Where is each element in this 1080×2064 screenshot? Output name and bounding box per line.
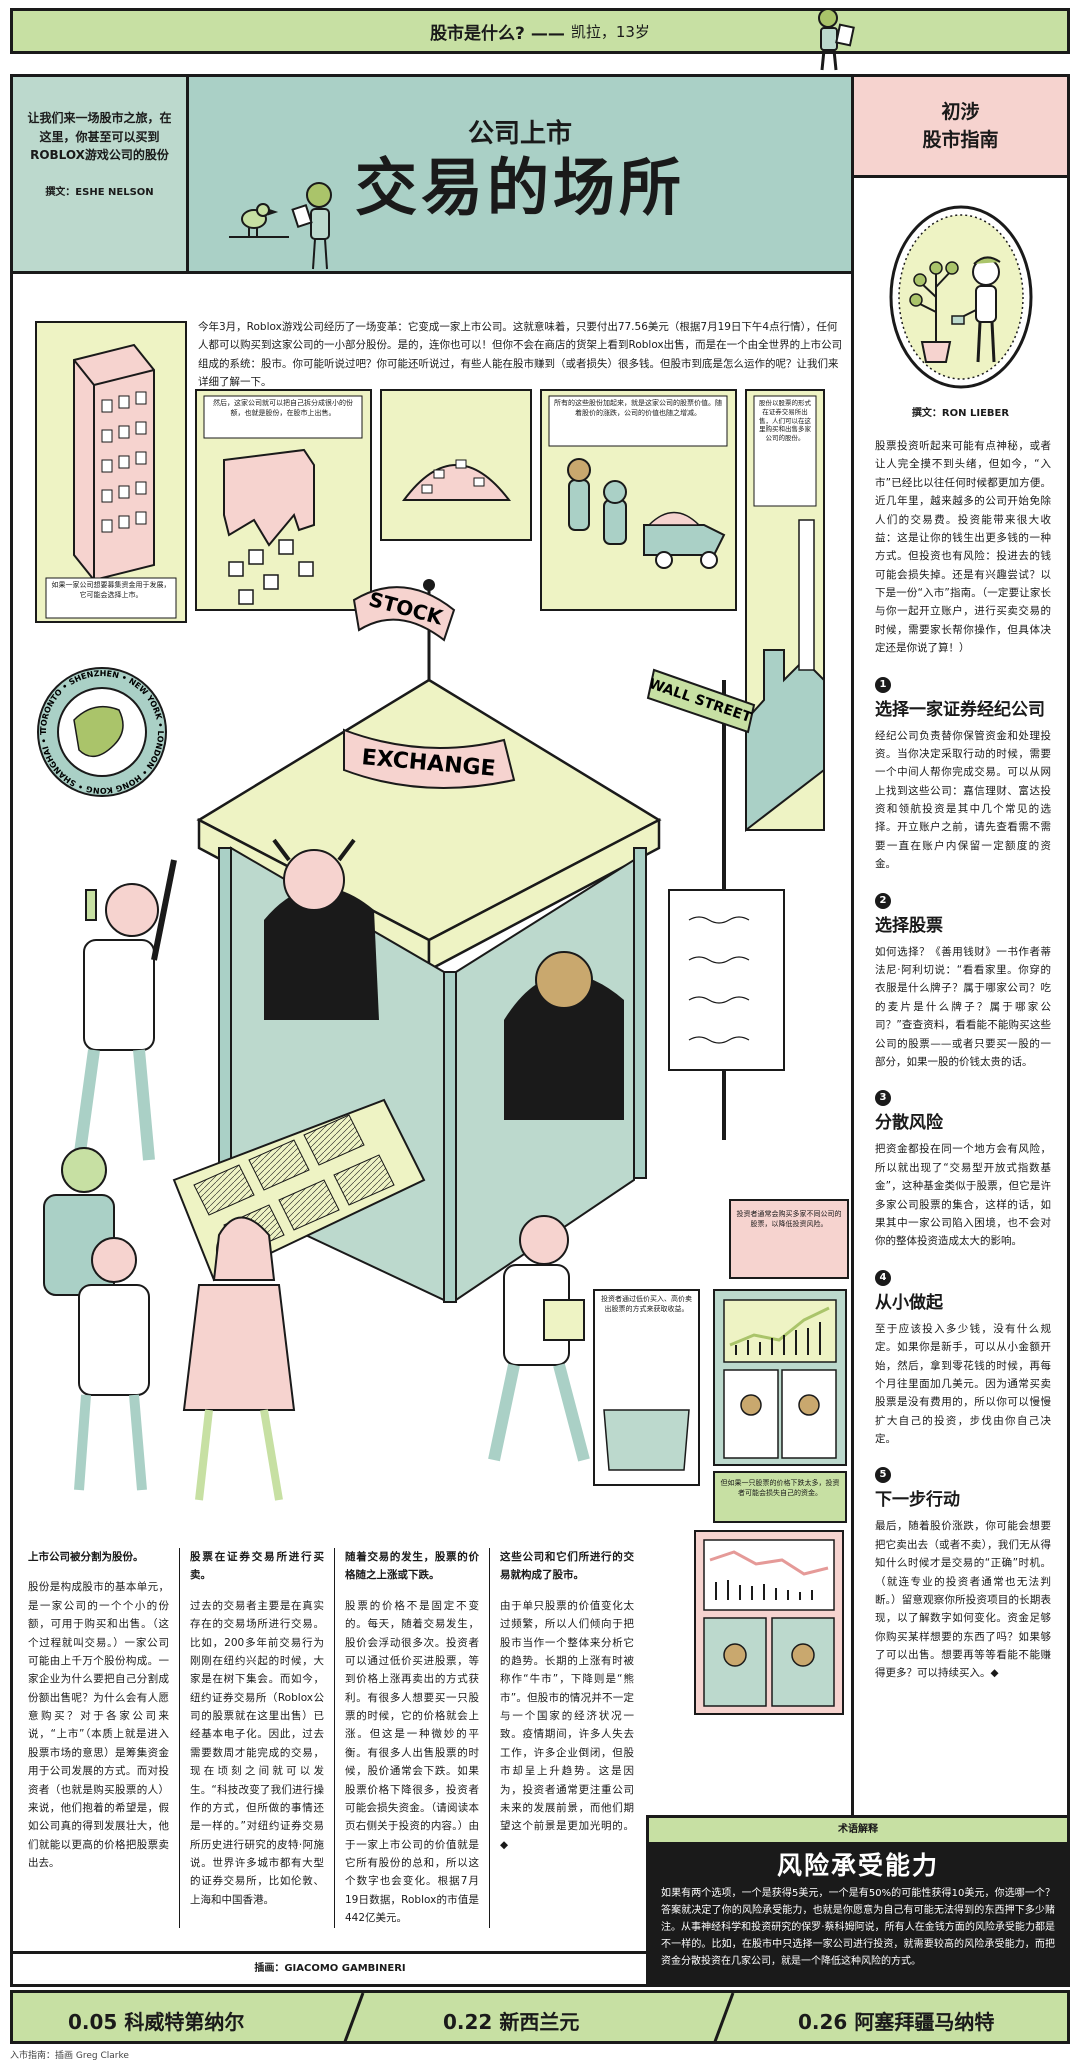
step-number: 2 (875, 892, 891, 909)
intro-paragraph: 今年3月，Roblox游戏公司经历了一场变革：它变成一家上市公司。这就意味着，只… (198, 321, 843, 389)
title-kicker: 公司上市 (467, 119, 572, 149)
crowd-of-traders (43, 1147, 296, 1501)
step-body: 经纪公司负责替你保管资金和处理投资。当你决定采取行动的时候，需要一个中间人帮你完… (875, 729, 1051, 871)
lede-text: 让我们来一场股市之旅，在这里，你甚至可以买到ROBLOX游戏公司的股份 (27, 111, 172, 163)
title-box: 公司上市 交易的场所 (189, 77, 851, 274)
top-banner: 股市是什么? —— 凯拉，13岁 (10, 8, 1070, 54)
panel-caption-4: 所有的这些股份加起来，就是这家公司的股票价值。随着股价的涨跌，公司的价值也随之增… (554, 399, 722, 417)
reading-kid-icon (818, 8, 855, 71)
panel-loss (713, 1471, 847, 1523)
panel-share-pile (380, 389, 532, 541)
panel-caption-5: 股份以股票的形式在证券交易所出售，人们可以在这里购买和出售多家公司的股份。 (759, 399, 811, 443)
guide-byline: 撰文：RON LIEBER (911, 408, 1010, 419)
guide-step-2: 2 选择股票 如何选择？《善用钱财》一书作者蒂法尼·阿利切说：“看看家里。你穿的… (854, 874, 1067, 1072)
world-exchanges-globe-icon (37, 667, 167, 797)
panel-split-building (195, 389, 372, 611)
column-heading: 上市公司被分割为股份。 (28, 1551, 144, 1563)
glossary-body: 如果有两个选项，一个是获得5美元，一个是有50%的可能性获得10美元，你选哪一个… (661, 1888, 1055, 1967)
fx-item-azn: 0.26 阿塞拜疆马纳特 (798, 2006, 994, 2035)
fx-currency: 科威特第纳尔 (124, 2010, 245, 2034)
fx-currency: 阿塞拜疆马纳特 (854, 2010, 995, 2034)
panel-caption-profit: 投资者通过低价买入、高价卖出股票的方式来获取收益。 (601, 1295, 692, 1313)
chart-panel-falling-icon (694, 1530, 844, 1715)
lede-box: 让我们来一场股市之旅，在这里，你甚至可以买到ROBLOX游戏公司的股份 撰文：E… (13, 77, 189, 274)
article-column-3: 随着交易的发生，股票的价格随之上涨或下跌。 股票的价格不是固定不变的。每天，随着… (334, 1548, 489, 1928)
footnote-credit: 入市指南：插画 Greg Clarke (10, 2051, 129, 2061)
column-body: 股份是构成股市的基本单元，是一家公司的一个个小的份额，可用于购买和出售。（这个过… (28, 1581, 169, 1869)
panel-bear-bull-truck (540, 389, 737, 611)
column-body: 过去的交易者主要是在真实存在的交易场所进行交易。比如，200多年前交易行为刚刚在… (190, 1599, 324, 1906)
step-number: 4 (875, 1269, 891, 1286)
panel-city-skyline (745, 389, 825, 833)
fx-dividers (343, 1993, 735, 2041)
glossary-title: 风险承受能力 (776, 1851, 939, 1880)
guide-title-box: 初涉 股市指南 (854, 77, 1067, 178)
fx-rate: 0.05 (68, 2010, 118, 2034)
article-columns: 上市公司被分割为股份。 股份是构成股市的基本单元，是一家公司的一个个小的份额，可… (24, 1548, 644, 1928)
fx-item-nzd: 0.22 新西兰元 (443, 2006, 579, 2035)
step-title: 下一步行动 (875, 1490, 960, 1511)
guide-intro: 股票投资听起来可能有点神秘，或者让人完全摸不到头绪，但如今，“入市”已经比以往任… (875, 440, 1051, 655)
step-number: 5 (875, 1467, 891, 1484)
panel-caption-loss: 但如果一只股票的价格下跌太多，投资者可能会损失自己的资金。 (720, 1479, 840, 1497)
guide-step-1: 1 选择一家证券经纪公司 经纪公司负责替你保管资金和处理投资。当你决定采取行动的… (854, 658, 1067, 874)
article-column-2: 股票在证券交易所进行买卖。 过去的交易者主要是在真实存在的交易场所进行交易。比如… (179, 1548, 334, 1928)
exchange-booth: STOCK EXCHANGE (172, 579, 662, 1303)
illustration-credit: 插画：GIACOMO GAMBINERI (13, 1951, 647, 1985)
column-heading: 股票在证券交易所进行买卖。 (190, 1551, 324, 1582)
bird-and-reader-icon (229, 182, 332, 270)
fx-rate: 0.22 (443, 2010, 493, 2034)
column-body: 股票的价格不是固定不变的。每天，随着交易发生，股价会浮动很多次。投资者可以通过低… (345, 1599, 479, 1925)
main-frame (10, 74, 1070, 1987)
article-column-4: 这些公司和它们所进行的交易就构成了股市。 由于单只股票的价值变化太过频繁，所以人… (489, 1548, 644, 1928)
step-title: 分散风险 (875, 1113, 943, 1134)
stock-exchange-illustration: 如果一家公司想要募集资金用于发展，它可能会选择上市。 然后，这家公司就可以把自己… (24, 300, 849, 1523)
rat-on-phone (73, 859, 177, 1161)
panel-diversify (729, 1199, 849, 1279)
panel-buy-low-sell-high (593, 1289, 700, 1486)
step-number: 1 (875, 676, 891, 693)
exchange-rate-bar: 0.05 科威特第纳尔 0.22 新西兰元 0.26 阿塞拜疆马纳特 (10, 1990, 1070, 2044)
step-title: 选择一家证券经纪公司 (875, 699, 1045, 720)
step-body: 最后，随着股价涨跌，你可能会想要把它卖出去（或者不卖），我们无从得知什么时候才是… (875, 1520, 1051, 1680)
guide-step-3: 3 分散风险 把资金都投在同一个地方会有风险，所以就出现了“交易型开放式指数基金… (854, 1071, 1067, 1250)
column-heading: 随着交易的发生，股票的价格随之上涨或下跌。 (345, 1551, 479, 1582)
glossary-box: 术语解释 风险承受能力 如果有两个选项，一个是获得5美元，一个是有50%的可能性… (646, 1815, 1070, 1987)
column-body: 由于单只股票的价值变化太过频繁，所以人们倾向于把股市当作一个整体来分析它的趋势。… (500, 1599, 634, 1851)
banner-title: 股市是什么? —— (430, 23, 565, 44)
step-number: 3 (875, 1090, 891, 1107)
guide-title-line2: 股市指南 (922, 128, 999, 151)
step-title: 从小做起 (875, 1292, 943, 1313)
fx-currency: 新西兰元 (499, 2010, 580, 2034)
rat-with-box (488, 1215, 590, 1462)
glossary-label: 术语解释 (649, 1818, 1067, 1842)
column-heading: 这些公司和它们所进行的交易就构成了股市。 (500, 1551, 634, 1582)
money-tree-dog-icon (889, 205, 1032, 389)
panel-caption-2: 然后，这家公司就可以把自己拆分成很小的份额，也就是股份，在股市上出售。 (213, 399, 353, 417)
fx-rate: 0.26 (798, 2010, 848, 2034)
step-body: 如何选择？《善用钱财》一书作者蒂法尼·阿利切说：“看看家里。你穿的衣服是什么牌子… (875, 945, 1051, 1068)
guide-step-4: 4 从小做起 至于应该投入多少钱，没有什么规定。如果你是新手，可以从小金额开始，… (854, 1251, 1067, 1449)
beginner-guide: 初涉 股市指南 撰文：RON LIEBER 股票投资听起来可能有点神秘，或者让人… (851, 77, 1067, 1817)
step-title: 选择股票 (875, 915, 943, 936)
panel-caption-diversify: 投资者通常会购买多家不同公司的股票，以降低投资风险。 (736, 1210, 842, 1228)
lede-byline: 撰文：ESHE NELSON (45, 186, 154, 198)
fx-item-kwd: 0.05 科威特第纳尔 (68, 2006, 244, 2035)
chart-panel-rising (713, 1289, 847, 1466)
guide-title-line1: 初涉 (941, 101, 980, 123)
page-title: 交易的场所 (354, 151, 685, 224)
step-body: 把资金都投在同一个地方会有风险，所以就出现了“交易型开放式指数基金”，这种基金类… (875, 1143, 1051, 1248)
banner-author: 凯拉，13岁 (570, 22, 650, 41)
panel-caption-1: 如果一家公司想要募集资金用于发展，它可能会选择上市。 (51, 581, 171, 599)
article-column-1: 上市公司被分割为股份。 股份是构成股市的基本单元，是一家公司的一个个小的份额，可… (24, 1548, 179, 1928)
guide-step-5: 5 下一步行动 最后，随着股价涨跌，你可能会想要把它卖出去（或者不卖），我们无从… (854, 1448, 1067, 1682)
step-body: 至于应该投入多少钱，没有什么规定。如果你是新手，可以从小金额开始，然后，拿到零花… (875, 1322, 1051, 1445)
panel-skyscraper (35, 321, 187, 623)
